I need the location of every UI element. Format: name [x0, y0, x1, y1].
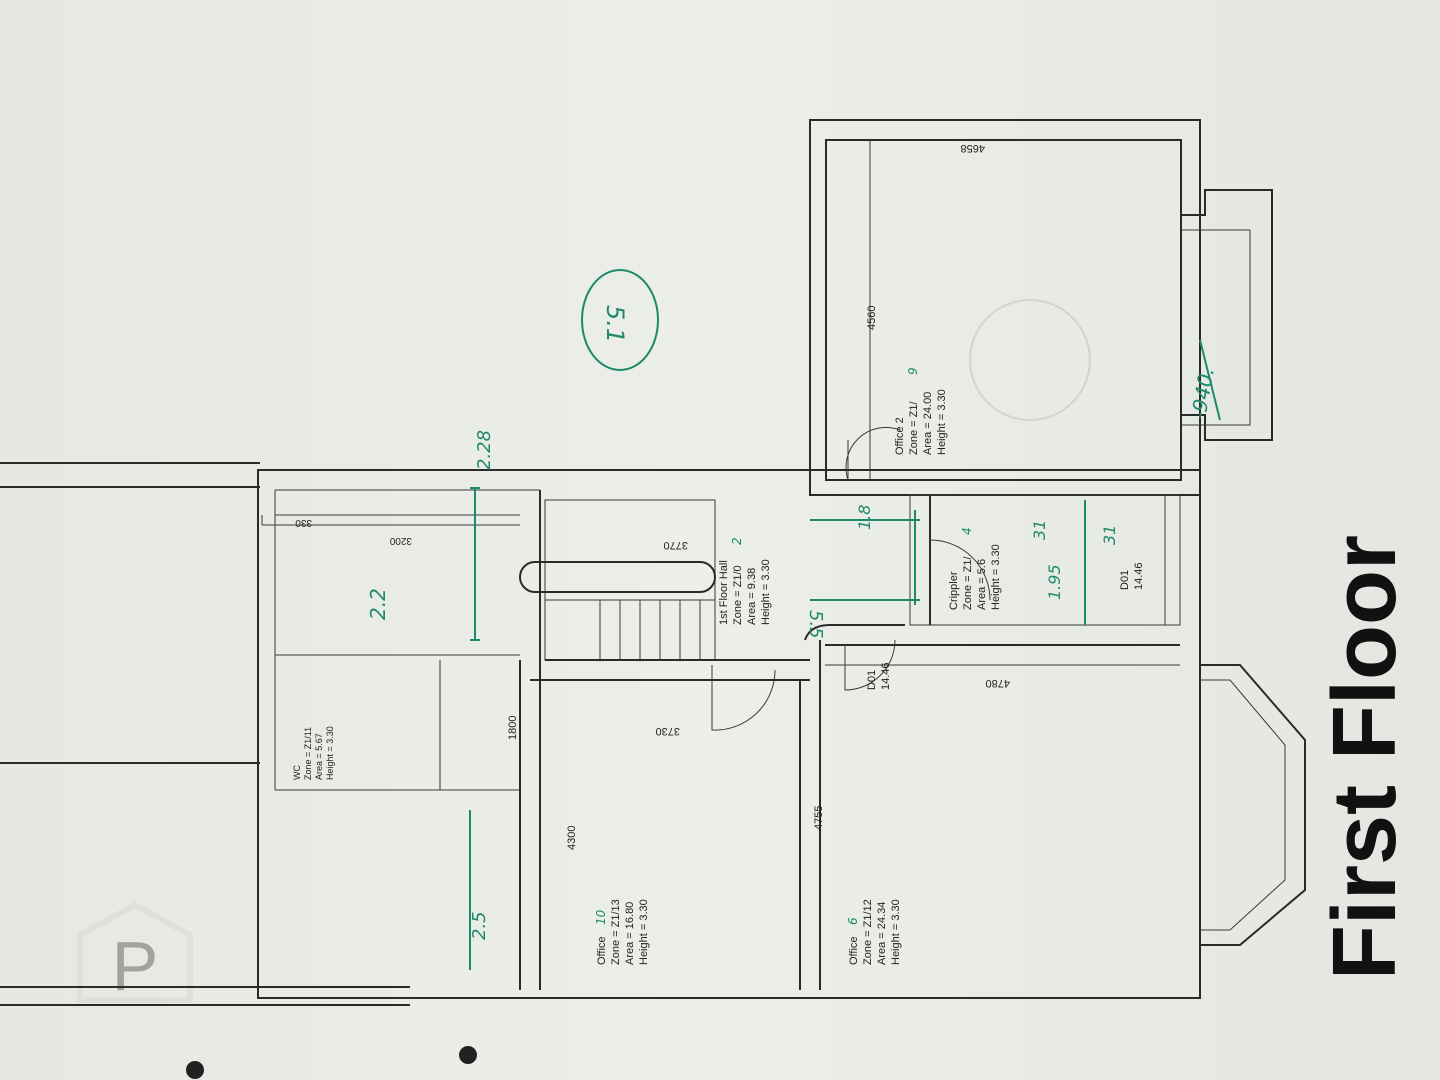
- note-2-28: 2.28: [474, 430, 495, 470]
- office-2-zone-ink: 9: [906, 367, 920, 375]
- office-left-height: Height = 3.30: [638, 899, 650, 965]
- handwritten-notes: 5.1 -940. 2.2 2.28 2.5 1.8 5.5 31 1.95 3…: [366, 305, 1219, 940]
- dim-330: 330: [295, 517, 312, 528]
- dim-4658: 4658: [961, 142, 985, 154]
- note-2-5: 2.5: [469, 911, 490, 940]
- door-d01-a-label: D01: [1119, 570, 1131, 590]
- dim-3730: 3730: [656, 725, 680, 737]
- door-d01-a-value: 14.46: [1133, 562, 1145, 590]
- crippler-zone-ink: 4: [960, 527, 974, 535]
- dim-4560: 4560: [866, 306, 878, 330]
- dim-4780: 4780: [986, 677, 1010, 689]
- wc-name: WC: [292, 765, 302, 780]
- door-d01-a: D01 14.46: [1119, 562, 1145, 590]
- note-31: 31: [1030, 520, 1049, 540]
- door-d01-b-value: 14.46: [880, 662, 892, 690]
- page-title: First Floor: [1315, 535, 1415, 980]
- note-940: -940.: [1186, 366, 1219, 421]
- crippler-area: Area = 5.6: [976, 559, 988, 610]
- office-left-area: Area = 16.80: [624, 902, 636, 965]
- binder-holes: [186, 1046, 477, 1079]
- dim-4300: 4300: [566, 826, 578, 850]
- office-2-zone: Zone = Z1/: [908, 401, 920, 455]
- crippler-height: Height = 3.30: [990, 544, 1002, 610]
- office-right-name: Office: [848, 936, 860, 965]
- bleed-through-title: [969, 299, 1091, 421]
- dim-3770: 3770: [664, 539, 688, 551]
- watermark-logo: P: [77, 901, 193, 1005]
- note-5-5: 5.5: [805, 610, 826, 639]
- left-corridor: [0, 462, 410, 1006]
- note-1-95: 1.95: [1045, 564, 1064, 600]
- dimension-labels: 4658 4560 3770 3200 330 3730 1800 4300 4…: [295, 142, 1010, 850]
- office-left-name: Office: [596, 936, 608, 965]
- office-2-label: Office 2 Zone = Z1/ 9 Area = 24.00 Heigh…: [894, 367, 948, 455]
- office-left-label: Office 10 Zone = Z1/13 Area = 16.80 Heig…: [594, 899, 650, 965]
- office-right-zone: Zone = Z1/12: [862, 899, 874, 965]
- watermark-letter: P: [112, 927, 159, 1005]
- office-left-name-ink: 10: [594, 909, 608, 925]
- hall-area: Area = 9.38: [746, 568, 758, 625]
- note-2-2: 2.2: [366, 588, 390, 620]
- crippler-zone: Zone = Z1/: [962, 556, 974, 610]
- wc-height: Height = 3.30: [325, 726, 335, 780]
- office-right-height: Height = 3.30: [890, 899, 902, 965]
- hall-name: 1st Floor Hall: [718, 560, 730, 625]
- office-right-area: Area = 24.34: [876, 902, 888, 965]
- office-2-height: Height = 3.30: [936, 389, 948, 455]
- dim-1800: 1800: [507, 716, 519, 740]
- note-circled: 5.1: [601, 305, 629, 343]
- dim-4755: 4755: [813, 806, 825, 830]
- circled-annotation: [581, 269, 659, 371]
- office-left-zone: Zone = Z1/13: [610, 899, 622, 965]
- note-31b: 31: [1100, 525, 1119, 545]
- office-2-area: Area = 24.00: [922, 392, 934, 455]
- main-block-walls: [257, 469, 1306, 999]
- office-right-name-ink: 6: [846, 917, 860, 925]
- hall-height: Height = 3.30: [760, 559, 772, 625]
- note-1-8: 1.8: [855, 505, 874, 530]
- dim-3200: 3200: [389, 535, 412, 546]
- office-2-name: Office 2: [894, 417, 906, 455]
- handwritten-marks: [469, 269, 1221, 970]
- door-d01-b: D01 14.46: [866, 662, 892, 690]
- wc-zone: Zone = Z1/11: [303, 727, 313, 780]
- office-2-walls: [809, 119, 1273, 496]
- hall-label: 1st Floor Hall Zone = Z1/0 2 Area = 9.38…: [718, 537, 772, 625]
- wc-area: Area = 5.67: [314, 733, 324, 780]
- crippler-name: Crippler: [948, 571, 960, 610]
- crippler-label: Crippler Zone = Z1/ 4 Area = 5.6 Height …: [948, 527, 1002, 610]
- hall-zone: Zone = Z1/0: [732, 565, 744, 625]
- wc-label: WC Zone = Z1/11 Area = 5.67 Height = 3.3…: [292, 726, 335, 780]
- hall-zone-ink: 2: [730, 537, 744, 545]
- office-right-label: Office 6 Zone = Z1/12 Area = 24.34 Heigh…: [846, 899, 902, 965]
- door-d01-b-label: D01: [866, 670, 878, 690]
